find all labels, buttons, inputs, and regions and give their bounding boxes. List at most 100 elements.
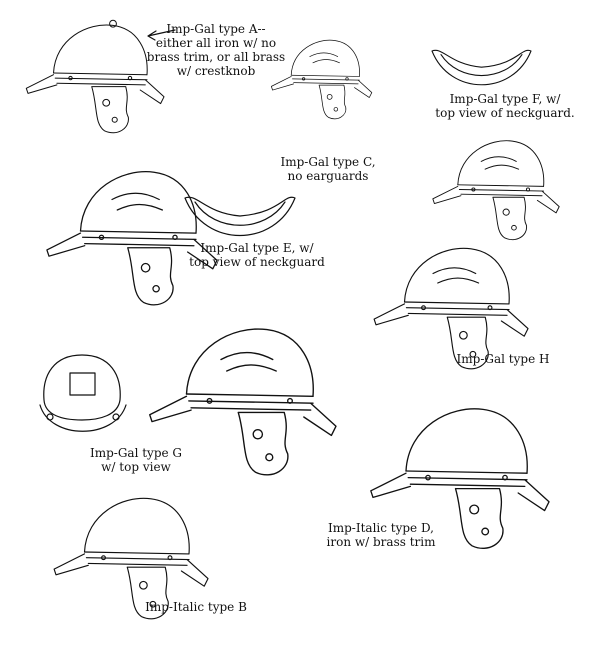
neckguard-inner-line [194, 201, 286, 226]
label-type-e: Imp-Gal type E, w/ top view of neckguard [189, 241, 325, 269]
crest-knob [109, 19, 117, 28]
rivet [469, 504, 480, 515]
label-type-g: Imp-Gal type G w/ top view [90, 446, 182, 474]
eyebrow-ridge [432, 267, 477, 275]
label-line: Imp-Italic type D, [327, 521, 434, 535]
dome [457, 140, 545, 187]
label-line: no earguards [287, 169, 369, 183]
eyebrow-ridge [226, 364, 277, 372]
eyebrow-ridge [111, 192, 160, 201]
visor-brim [46, 232, 86, 257]
rivet [101, 555, 106, 561]
rivet [172, 234, 178, 241]
helmet-top-view-type-g [39, 354, 127, 432]
helmet-type-f [432, 140, 560, 241]
rivet [481, 527, 490, 536]
brow-bands [403, 301, 510, 316]
rivet [469, 350, 477, 358]
rivet [139, 580, 148, 590]
rivet [525, 187, 531, 192]
neckguard [500, 309, 529, 337]
label-type-d: Imp-Italic type D, iron w/ brass trim [327, 521, 436, 549]
label-line: Imp-Gal type F, w/ [449, 92, 561, 106]
rivet [112, 413, 120, 421]
rivet [425, 474, 431, 481]
brow-bands [185, 393, 314, 411]
label-type-b: Imp-Italic type B [145, 600, 247, 614]
eyebrow-ridge [309, 52, 339, 57]
neckguard [139, 79, 165, 105]
cheek-guard [446, 316, 489, 370]
label-line: Imp-Gal type A-- [166, 22, 266, 36]
label-type-a: Imp-Gal type A-- either all iron w/ no b… [147, 22, 285, 78]
rivet [98, 234, 105, 241]
neckguard [39, 404, 127, 432]
label-line: Imp-Italic type B [145, 600, 247, 614]
visor-brim [25, 74, 58, 94]
cheek-guard [126, 566, 169, 620]
cheek-guard [91, 86, 129, 134]
neckguard [180, 559, 209, 587]
rivet [265, 453, 274, 462]
neckguard [536, 190, 560, 214]
top-view-outline [43, 354, 121, 421]
rivet [111, 116, 118, 123]
eyebrow-ridge [437, 277, 480, 284]
label-type-f: Imp-Gal type F, w/ top view of neckguard… [435, 92, 574, 120]
neckguard-top-type-e [184, 196, 296, 237]
dome [403, 247, 510, 305]
visor-brim [149, 395, 192, 423]
rivet [502, 474, 508, 481]
rivet [487, 305, 493, 311]
eyebrow-ridge [116, 203, 164, 211]
eyebrow-ridge [312, 59, 340, 64]
visor-brim [53, 553, 89, 576]
brow-bands [405, 470, 528, 488]
cheek-guard [492, 196, 527, 241]
visor-brim [373, 303, 409, 326]
helmet-type-b [53, 497, 209, 620]
neckguard [517, 479, 550, 512]
rivet [345, 77, 349, 81]
cheek-guard [237, 411, 289, 476]
rivet [152, 284, 160, 293]
label-type-h: Imp-Gal type H [457, 352, 550, 366]
helmet-type-d [370, 408, 550, 549]
brow-bands [52, 72, 148, 86]
neckguard-top-view [431, 49, 532, 86]
dome [405, 408, 528, 474]
neckguard-top-type-f [431, 49, 532, 86]
helmet-type-h [373, 247, 529, 370]
eyebrow-ridge [220, 351, 274, 361]
dome [290, 39, 360, 77]
label-line: either all iron w/ no [155, 36, 277, 50]
label-line: Imp-Gal type H [456, 352, 550, 366]
crest-holder [69, 372, 96, 396]
rivet [167, 555, 173, 561]
rivet [471, 187, 476, 192]
rivet [140, 262, 151, 273]
helmet-type-c [270, 39, 373, 120]
eyebrow-ridge [480, 156, 517, 162]
label-line: Imp-Gal type E, w/ [200, 241, 314, 255]
label-line: brass trim, or all brass [146, 50, 286, 64]
rivet [68, 75, 73, 81]
brow-bands [83, 551, 190, 566]
helmet-type-a [25, 19, 165, 134]
dome [83, 497, 190, 555]
cheek-guard [454, 487, 504, 549]
visor-brim [270, 76, 295, 91]
rivet [287, 397, 293, 404]
label-line: Imp-Gal type G [89, 446, 183, 460]
label-line: iron w/ brass trim [326, 535, 436, 549]
label-line: Imp-Gal type C, [280, 155, 376, 169]
brow-bands [457, 184, 545, 197]
dome [185, 328, 314, 397]
cheek-guard [127, 247, 174, 306]
rivet [102, 98, 111, 107]
rivet [252, 428, 264, 440]
label-type-c: Imp-Gal type C, no earguards [280, 155, 375, 183]
rivet [149, 600, 157, 608]
